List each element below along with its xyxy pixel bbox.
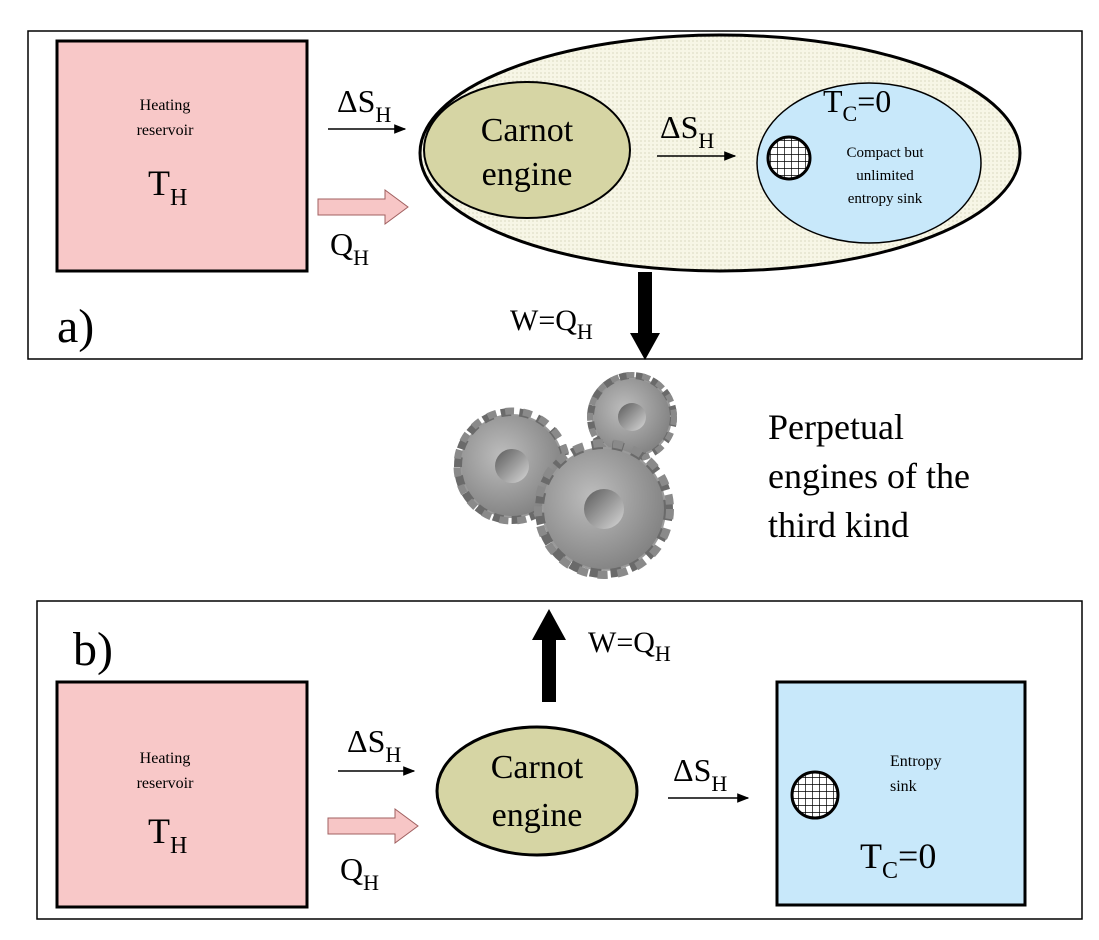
heat-flow-a-label: QH xyxy=(330,226,369,270)
panel-a: Heating reservoir TH ΔSH QH Carnot engin… xyxy=(27,30,1083,360)
compact-sink-grid-icon-a xyxy=(766,135,812,181)
heating-reservoir-a xyxy=(55,39,309,273)
gear-icon-small xyxy=(587,372,677,462)
entropy-sink-a-temp: TC=0 xyxy=(823,83,891,126)
entropy-flow-b-1-label: ΔSH xyxy=(347,723,401,767)
compact-sink-grid-icon-b xyxy=(790,770,840,820)
carnot-engine-a xyxy=(423,81,631,219)
entropy-flow-a-1-label: ΔSH xyxy=(337,83,391,127)
entropy-sink-a-desc-1: Compact but xyxy=(846,145,924,161)
panel-b: b) Heating reservoir TH ΔSH QH Carnot en… xyxy=(36,600,1083,920)
carnot-engine-b-label-1: Carnot xyxy=(491,749,584,786)
entropy-sink-b-label-2: sink xyxy=(890,778,917,795)
heating-reservoir-b-label-2: reservoir xyxy=(137,775,195,792)
heat-flow-a-arrow xyxy=(317,189,409,225)
perpetual-caption-3: third kind xyxy=(768,505,909,545)
heating-reservoir-a-temp: TH xyxy=(148,163,187,211)
panel-b-label: b) xyxy=(73,623,113,676)
heating-reservoir-b xyxy=(55,680,309,909)
entropy-sink-a xyxy=(756,82,982,244)
carnot-engine-b xyxy=(435,725,639,857)
entropy-flow-b-2-label: ΔSH xyxy=(673,752,727,796)
work-b-label: W=QH xyxy=(588,626,671,666)
heat-flow-b-label: QH xyxy=(340,851,379,895)
gears-group xyxy=(453,372,677,579)
heating-reservoir-b-label-1: Heating xyxy=(140,750,191,767)
carnot-engine-b-label-2: engine xyxy=(492,797,583,834)
entropy-sink-b-label-1: Entropy xyxy=(890,753,942,770)
carnot-engine-a-label-1: Carnot xyxy=(481,112,574,149)
gear-icon-large xyxy=(534,439,674,579)
heating-reservoir-a-label-1: Heating xyxy=(140,97,191,114)
perpetual-caption-2: engines of the xyxy=(768,456,970,496)
entropy-sink-b-temp: TC=0 xyxy=(860,836,936,884)
carnot-engine-a-label-2: engine xyxy=(482,156,573,193)
work-a-label: W=QH xyxy=(510,304,593,344)
entropy-sink-a-desc-2: unlimited xyxy=(856,168,914,184)
work-arrow-b xyxy=(532,609,566,702)
heating-reservoir-b-temp: TH xyxy=(148,811,187,859)
work-arrow-a xyxy=(630,272,660,360)
entropy-flow-a-2-label: ΔSH xyxy=(660,109,714,153)
panel-a-label: a) xyxy=(57,300,94,353)
heating-reservoir-a-label-2: reservoir xyxy=(137,122,195,139)
perpetual-caption-1: Perpetual xyxy=(768,407,904,447)
entropy-sink-a-desc-3: entropy sink xyxy=(848,191,923,207)
heat-flow-b-arrow xyxy=(327,808,419,844)
